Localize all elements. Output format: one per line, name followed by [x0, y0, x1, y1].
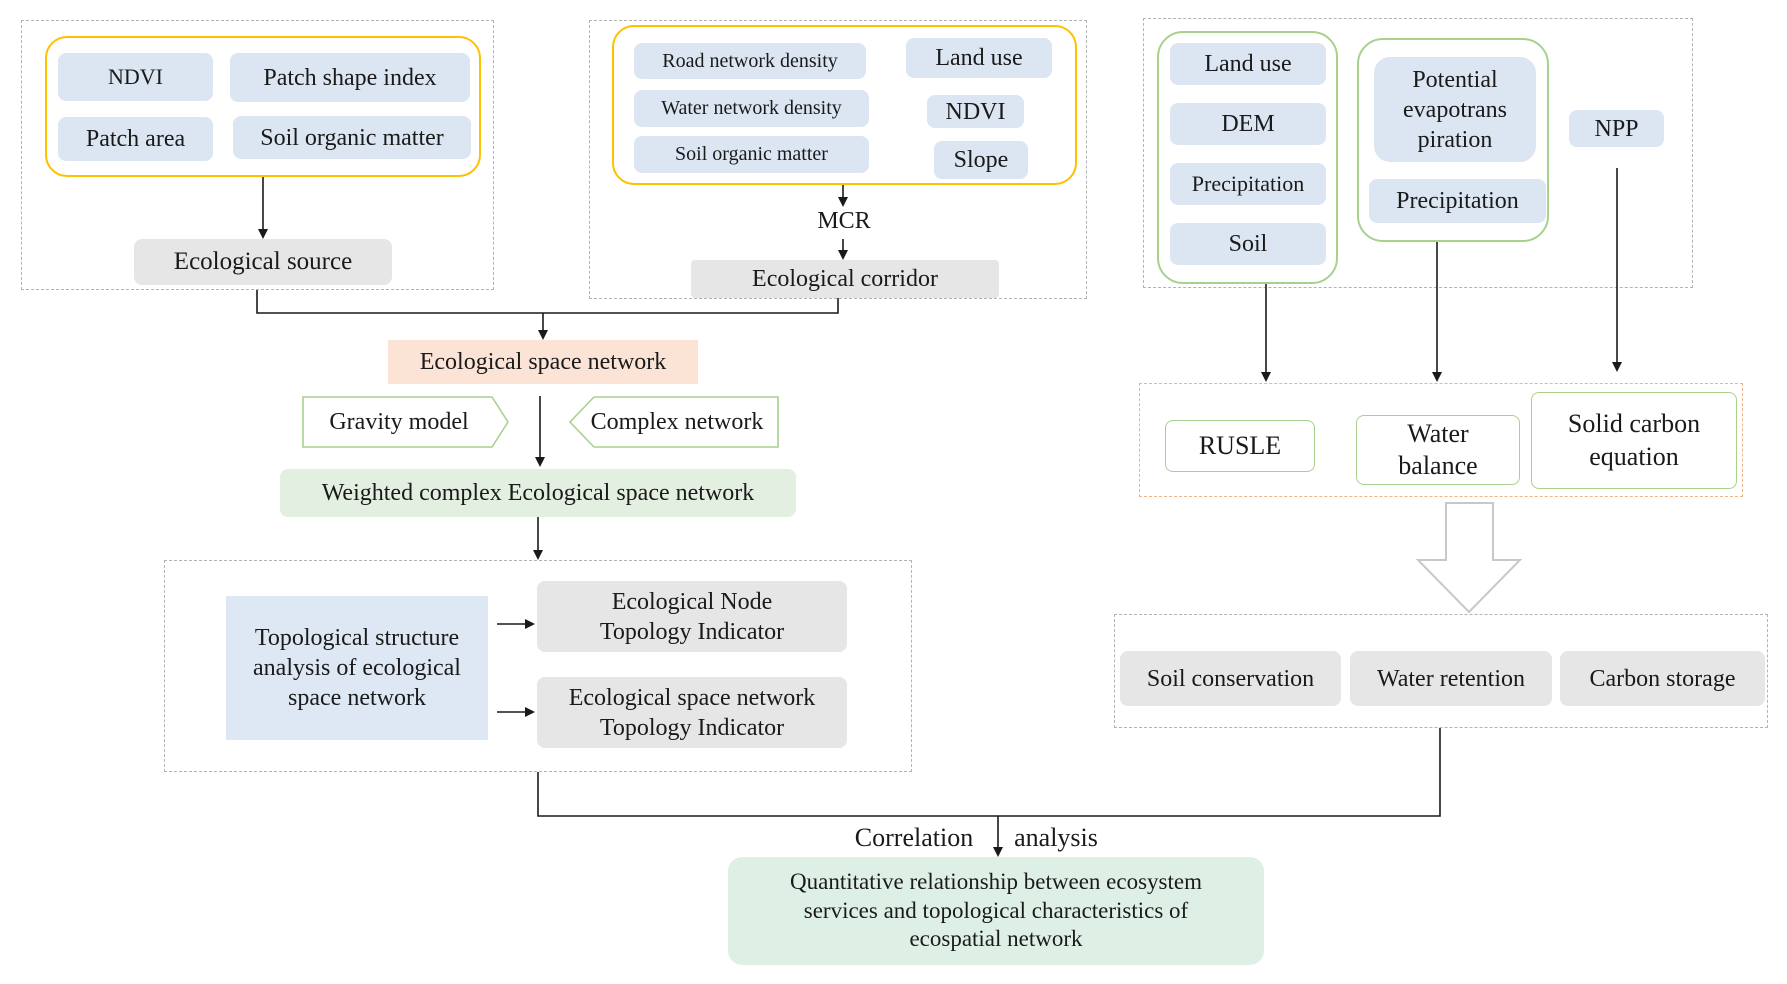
- corridor-input-water-network-density: Water network density: [634, 90, 869, 127]
- gravity-model-text: Gravity model: [329, 408, 469, 435]
- topology-analysis-box: Topological structure analysis of ecolog…: [226, 596, 488, 740]
- ecological-source-group: [21, 20, 494, 290]
- gravity-model-shape: [302, 396, 509, 448]
- water-inputs-frame: [1357, 38, 1549, 242]
- es-input-land-use: Land use: [1170, 43, 1326, 85]
- network-indicator-box: Ecological space network Topology Indica…: [537, 677, 847, 748]
- source-inputs-frame: [45, 36, 481, 177]
- connector-final-merge: [537, 728, 1441, 817]
- corridor-input-road-network-density: Road network density: [634, 43, 866, 79]
- es-input-npp: NPP: [1569, 110, 1664, 147]
- source-input-soil-organic-matter: Soil organic matter: [233, 116, 471, 159]
- erosion-inputs-frame: [1157, 31, 1338, 284]
- source-input-ndvi: NDVI: [58, 53, 213, 101]
- source-input-patch-shape-index: Patch shape index: [230, 53, 470, 102]
- connector-source-merge: [256, 290, 839, 314]
- service-soil-conservation: Soil conservation: [1120, 651, 1341, 706]
- corridor-input-soil-organic-matter: Soil organic matter: [634, 136, 869, 173]
- es-input-dem: DEM: [1170, 103, 1326, 145]
- service-water-retention: Water retention: [1350, 651, 1552, 706]
- complex-network-shape: [568, 396, 779, 448]
- es-input-soil: Soil: [1170, 223, 1326, 265]
- model-rusle: RUSLE: [1165, 420, 1315, 472]
- corridor-input-land-use: Land use: [906, 38, 1052, 78]
- models-group: [1139, 383, 1743, 497]
- hollow-down-arrow: [1415, 502, 1523, 614]
- ecosystem-inputs-group: [1143, 18, 1693, 288]
- model-solid-carbon-equation: Solid carbon equation: [1531, 392, 1737, 489]
- service-carbon-storage: Carbon storage: [1560, 651, 1765, 706]
- corridor-inputs-frame: [612, 25, 1077, 185]
- corridor-input-ndvi: NDVI: [927, 95, 1024, 128]
- corridor-input-slope: Slope: [934, 141, 1028, 179]
- correlation-label-right: analysis: [1014, 823, 1098, 852]
- node-indicator-box: Ecological Node Topology Indicator: [537, 581, 847, 652]
- final-result-box: Quantitative relationship between ecosys…: [728, 857, 1264, 965]
- es-input-pet: Potential evapotrans piration: [1374, 57, 1536, 162]
- es-input-precipitation-a: Precipitation: [1170, 163, 1326, 205]
- model-water-balance: Water balance: [1356, 415, 1520, 485]
- ecological-space-network-box: Ecological space network: [388, 340, 698, 384]
- source-input-patch-area: Patch area: [58, 117, 213, 161]
- topology-analysis-group: [164, 560, 912, 772]
- complex-network-text: Complex network: [590, 408, 764, 435]
- correlation-label-left: Correlation: [854, 823, 974, 852]
- ecological-corridor-box: Ecological corridor: [691, 260, 999, 298]
- es-input-precipitation-b: Precipitation: [1369, 179, 1546, 223]
- mcr-label: MCR: [817, 207, 871, 234]
- weighted-network-box: Weighted complex Ecological space networ…: [280, 469, 796, 517]
- ecological-source-box: Ecological source: [134, 239, 392, 285]
- ecosystem-services-group: [1114, 614, 1768, 728]
